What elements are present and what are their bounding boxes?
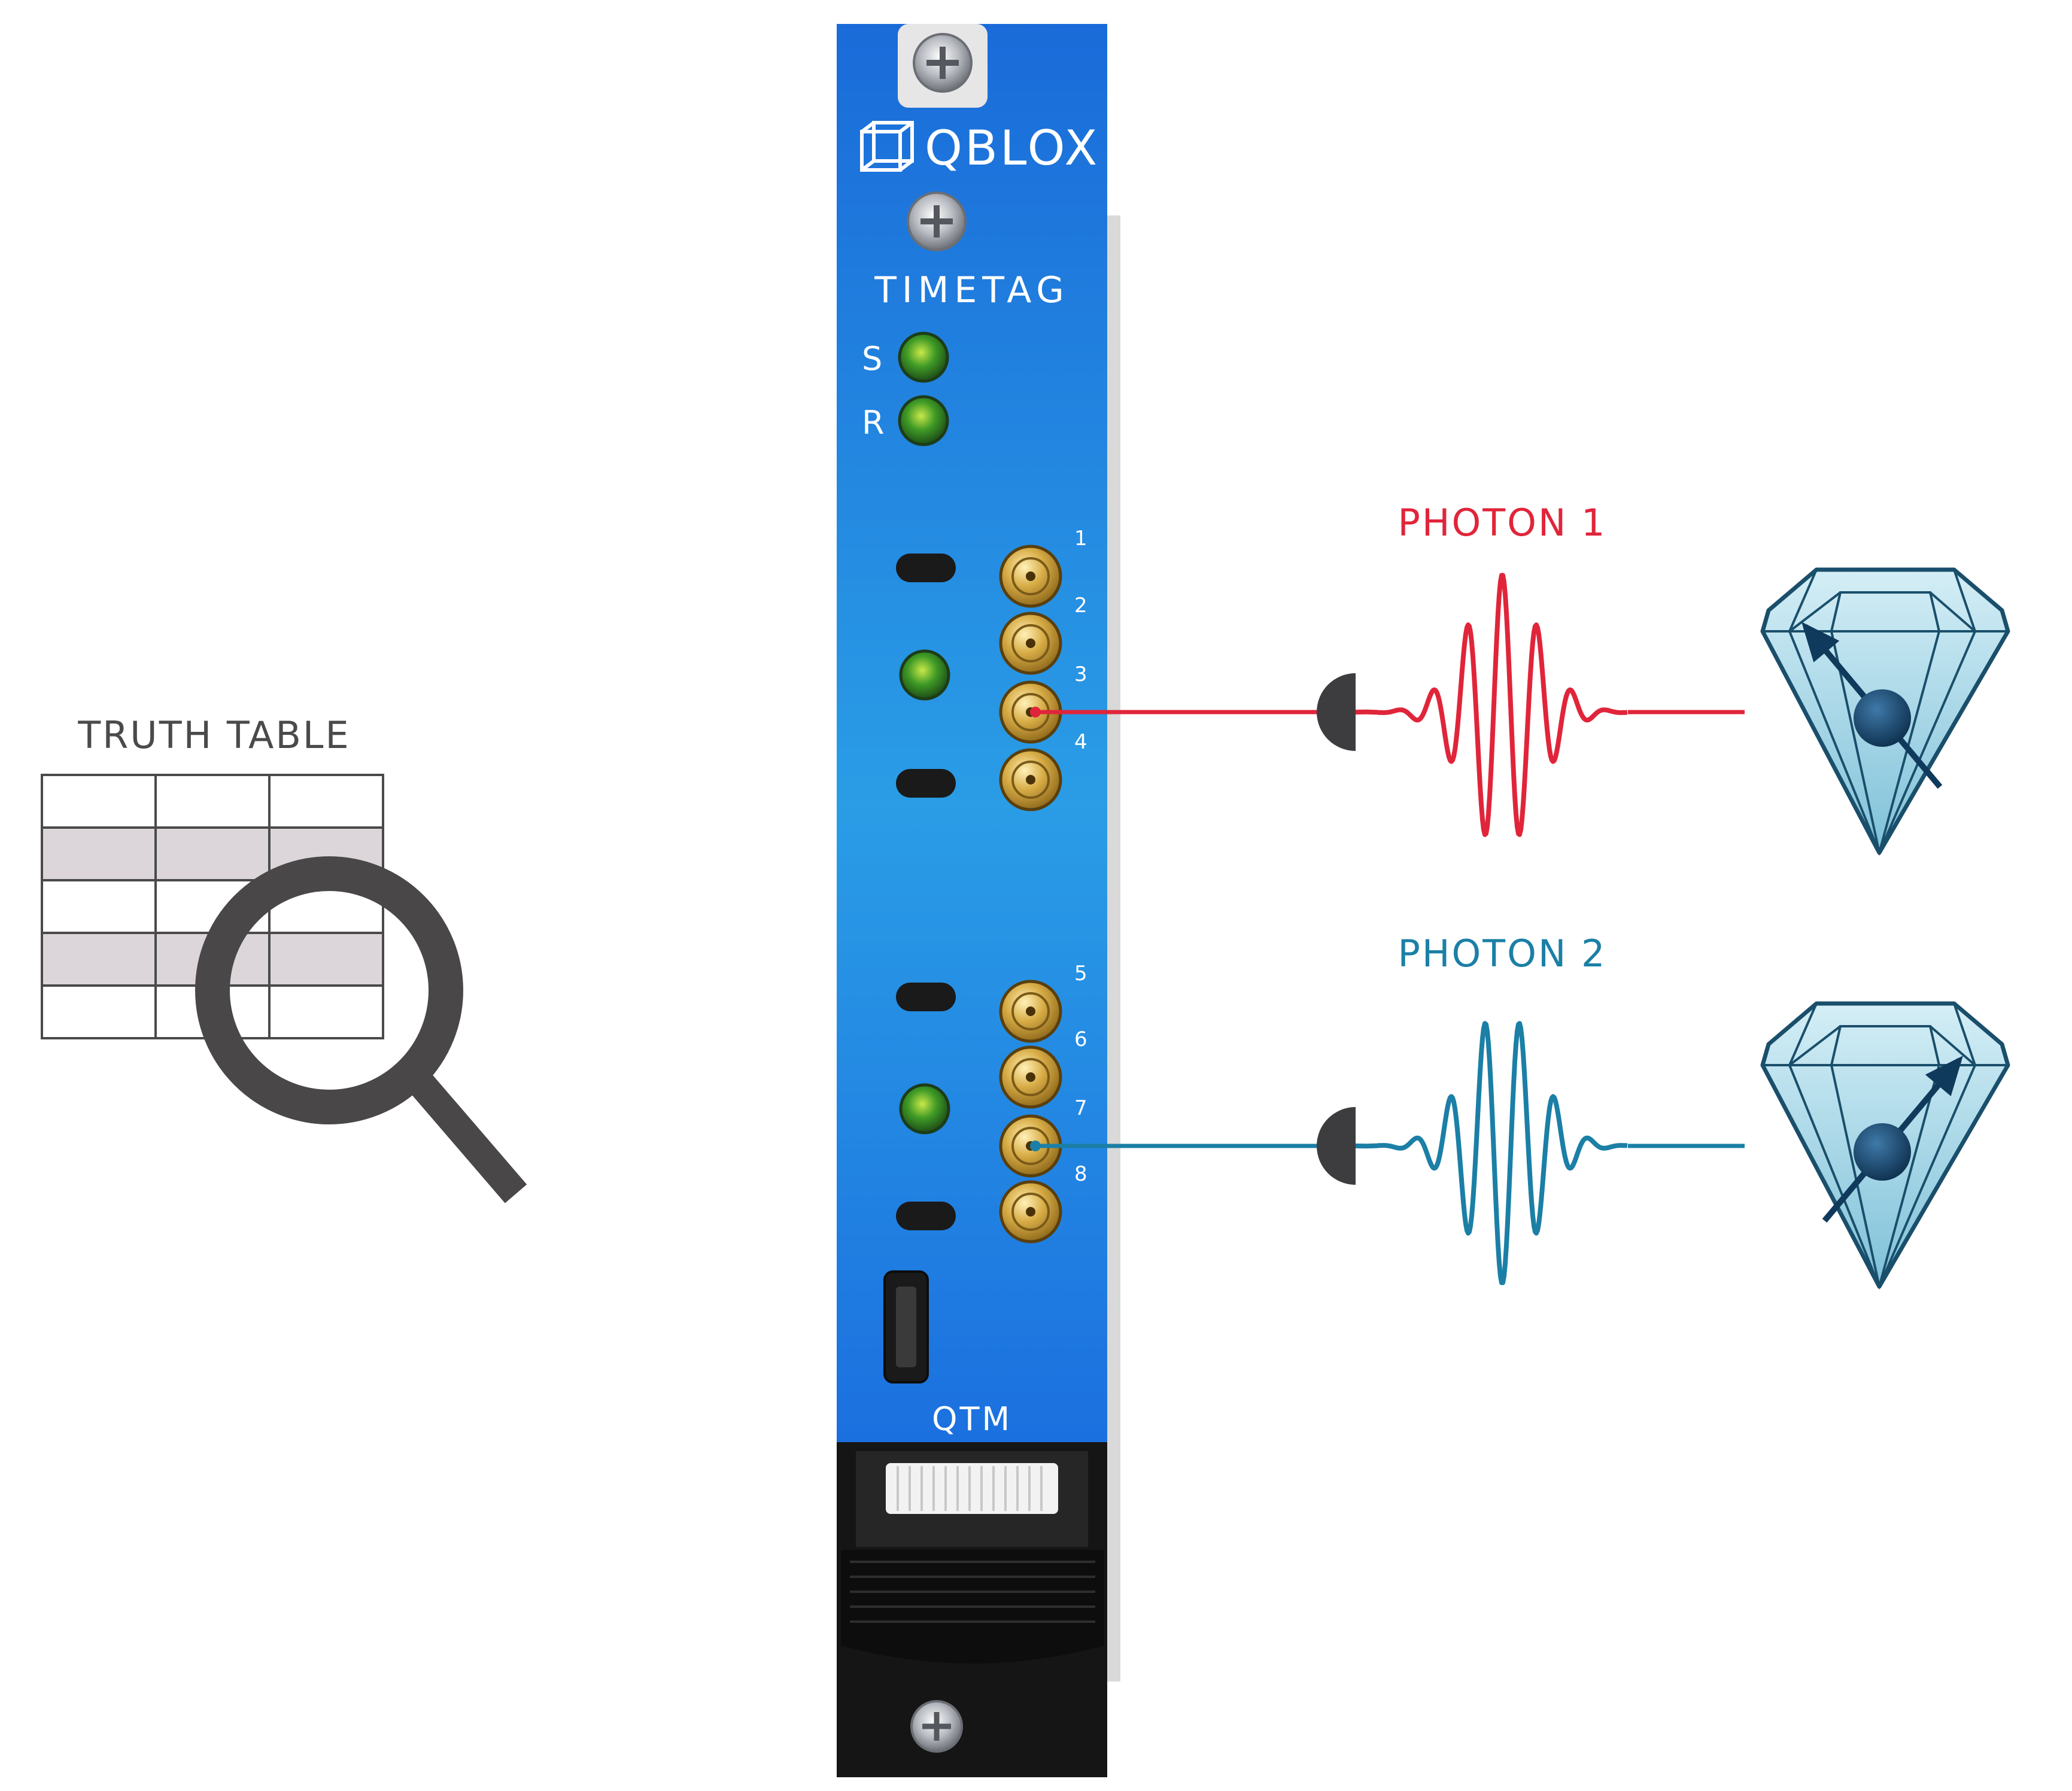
truth-table-cell <box>41 826 157 881</box>
slot-indicator <box>896 983 956 1011</box>
channel-number: 4 <box>1074 730 1087 754</box>
status-led-s: S <box>862 332 949 383</box>
front-panel <box>837 24 1107 1442</box>
led-label-r: R <box>862 404 885 442</box>
detector-icon <box>1317 1107 1356 1185</box>
detector-icon <box>1317 673 1356 751</box>
channel-number: 1 <box>1074 527 1087 551</box>
wave-packet <box>1354 1021 1629 1285</box>
truth-table-cell <box>154 774 271 829</box>
truth-table-cell <box>268 984 384 1039</box>
qblox-logo-icon <box>860 121 914 172</box>
channel-number: 2 <box>1074 594 1087 618</box>
qtm-module: QBLOX TIMETAG S R 1 2 3 4 5 6 7 8 QTM <box>837 24 1120 1777</box>
connector-ch1[interactable] <box>999 545 1062 608</box>
connector-ch2[interactable] <box>999 612 1062 675</box>
channel-number: 6 <box>1074 1027 1087 1051</box>
spin-center <box>1854 689 1911 747</box>
mid-screw <box>907 191 967 251</box>
truth-table-cell <box>41 774 157 829</box>
module-handle[interactable] <box>837 1442 1107 1777</box>
truth-table-cell <box>268 932 384 987</box>
slot-indicator <box>896 769 956 798</box>
truth-table-cell <box>41 932 157 987</box>
connector-ch8[interactable] <box>999 1180 1062 1243</box>
truth-table-cell <box>41 984 157 1039</box>
connector-ch5[interactable] <box>999 980 1062 1043</box>
photon-label: PHOTON 1 <box>1397 501 1606 545</box>
usb-port[interactable] <box>883 1270 929 1383</box>
photon-label: PHOTON 2 <box>1397 932 1606 975</box>
truth-table-title: TRUTH TABLE <box>77 713 350 757</box>
photon-1-path: PHOTON 1 <box>1030 501 2010 856</box>
truth-table-cell <box>154 826 271 881</box>
slot-indicator <box>896 1202 956 1230</box>
wave-packet <box>1354 573 1629 837</box>
led-label-s: S <box>862 340 882 378</box>
slot-indicator <box>896 554 956 582</box>
connector-ch6[interactable] <box>999 1045 1062 1109</box>
channel-number: 7 <box>1074 1096 1087 1120</box>
channel-number: 3 <box>1074 662 1087 686</box>
truth-table-cell <box>268 774 384 829</box>
channel-number: 5 <box>1074 962 1087 986</box>
connector-ch4[interactable] <box>999 748 1062 811</box>
channel-number: 8 <box>1074 1162 1087 1186</box>
diamond-qubit-icon <box>1760 567 2010 856</box>
connector-column: 1 2 3 4 5 6 7 8 <box>999 527 1087 1243</box>
module-type-label: TIMETAG <box>874 269 1070 311</box>
diamond-qubit-icon <box>1760 1001 2010 1290</box>
truth-table-group: TRUTH TABLE <box>41 713 527 1203</box>
channel-led <box>899 1083 950 1135</box>
photon-paths: PHOTON 1 PHOTON 2 <box>1030 501 2010 1290</box>
module-model-label: QTM <box>932 1400 1012 1438</box>
status-led-r: R <box>862 395 949 446</box>
channel-led <box>899 649 950 701</box>
magnifier-icon <box>195 856 527 1203</box>
spin-center <box>1854 1123 1911 1181</box>
photon-2-path: PHOTON 2 <box>1030 932 2010 1290</box>
truth-table-cell <box>41 879 157 934</box>
brand-name: QBLOX <box>925 120 1099 176</box>
top-screw <box>898 24 988 108</box>
